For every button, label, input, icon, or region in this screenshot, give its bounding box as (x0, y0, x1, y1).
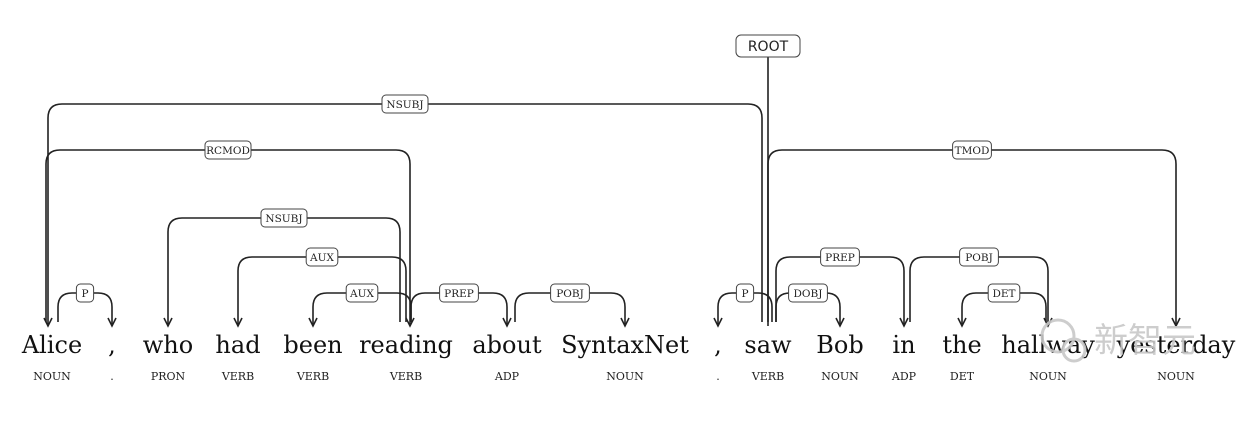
arc-label: DOBJ (794, 288, 823, 300)
arc-label-box (75, 283, 95, 303)
pos-tag: . (716, 370, 720, 383)
arc-label-box (381, 94, 429, 114)
dependency-arc: P (713, 283, 773, 328)
pos-tag: PRON (151, 370, 186, 383)
arc-label: AUX (309, 252, 334, 264)
token-word: SyntaxNet (561, 331, 689, 359)
arc-label: PREP (444, 288, 474, 300)
token-word: been (283, 331, 342, 359)
arc-label-box (820, 247, 860, 267)
watermark-text: 新智元 (1094, 321, 1196, 361)
root-layer: ROOT (735, 34, 801, 326)
arrowhead-icon (835, 317, 845, 328)
dependency-arc: POBJ (514, 283, 630, 328)
token-word: in (892, 331, 915, 359)
watermark: 新智元 (1040, 318, 1196, 363)
root-label-box (735, 34, 801, 58)
arrowhead-icon (1171, 317, 1181, 328)
arrowhead-icon (713, 317, 723, 328)
arc-label: DET (992, 288, 1015, 300)
token-word: about (472, 331, 542, 359)
root-label: ROOT (748, 39, 789, 55)
arc-line (909, 256, 1049, 326)
pos-tag: NOUN (1157, 370, 1195, 383)
arc-label-box (550, 283, 590, 303)
arrowhead-icon (107, 317, 117, 328)
dependency-arc: NSUBJ (43, 94, 763, 328)
token-word: the (942, 331, 981, 359)
arc-label: NSUBJ (386, 99, 423, 111)
arc-label: AUX (349, 288, 374, 300)
arc-line (767, 149, 1177, 326)
arc-label-box (788, 283, 828, 303)
wechat-logo-icon (1040, 318, 1087, 363)
dependency-arc: PREP (410, 283, 512, 328)
arrowhead-icon (957, 317, 967, 328)
arc-label: POBJ (965, 252, 993, 264)
arrowhead-icon (233, 317, 243, 328)
pos-tag: NOUN (821, 370, 859, 383)
token-word: Alice (21, 331, 82, 359)
arc-label: RCMOD (206, 145, 250, 157)
arrowhead-icon (502, 317, 512, 328)
arc-label: P (81, 288, 88, 300)
dependency-arc: PREP (775, 247, 909, 328)
arc-label-box (204, 140, 252, 160)
dependency-arc: TMOD (767, 140, 1181, 328)
pos-tag: DET (950, 370, 975, 383)
pos-tag: VERB (296, 370, 329, 383)
arc-label: PREP (825, 252, 855, 264)
dependency-arc: POBJ (909, 247, 1053, 328)
arc-line (47, 103, 763, 326)
token-word: yesterday (1116, 331, 1236, 359)
token-word: , (714, 331, 722, 359)
token-word: Bob (816, 331, 863, 359)
arrowhead-icon (308, 317, 318, 328)
dependency-arc: AUX (308, 283, 412, 328)
arrowhead-icon (163, 317, 173, 328)
pos-tag: ADP (494, 370, 520, 383)
token-word: hallway (1001, 331, 1095, 359)
arc-label-box (959, 247, 999, 267)
arc-line (237, 256, 407, 326)
arc-label: POBJ (556, 288, 584, 300)
dependency-arc: P (57, 283, 117, 328)
dependency-arc: RCMOD (45, 140, 415, 328)
arc-label-box (952, 140, 992, 160)
token-word: had (215, 331, 260, 359)
dependency-arc: AUX (233, 247, 407, 328)
token-word: saw (744, 331, 792, 359)
arc-label-box (260, 208, 308, 228)
pos-tag: VERB (751, 370, 784, 383)
arc-label-box (439, 283, 479, 303)
arc-label: NSUBJ (265, 213, 302, 225)
arc-label: TMOD (955, 145, 990, 157)
arcs-layer: NSUBJ RCMOD P NSUBJ AUX AUX PREP POBJ P TMOD PREP D… (43, 94, 1181, 328)
pos-tag: ADP (891, 370, 917, 383)
arc-label: P (741, 288, 748, 300)
arc-label-box (345, 283, 379, 303)
arc-label-box (305, 247, 339, 267)
token-word: reading (359, 331, 453, 359)
dependency-arc: DET (957, 283, 1047, 328)
token-word: , (108, 331, 116, 359)
token-word: who (143, 331, 193, 359)
dependency-arc: DOBJ (775, 283, 845, 328)
pos-tag: NOUN (1029, 370, 1067, 383)
dependency-arc: NSUBJ (163, 208, 401, 328)
arc-line (167, 217, 401, 326)
pos-tag: NOUN (606, 370, 644, 383)
pos-tag: NOUN (33, 370, 71, 383)
arrowhead-icon (620, 317, 630, 328)
arc-label-box (735, 283, 755, 303)
arc-label-box (987, 283, 1021, 303)
arrowhead-icon (899, 317, 909, 328)
arrowhead-icon (405, 317, 415, 328)
pos-tag: VERB (221, 370, 254, 383)
pos-tag: VERB (389, 370, 422, 383)
pos-tag: . (110, 370, 114, 383)
